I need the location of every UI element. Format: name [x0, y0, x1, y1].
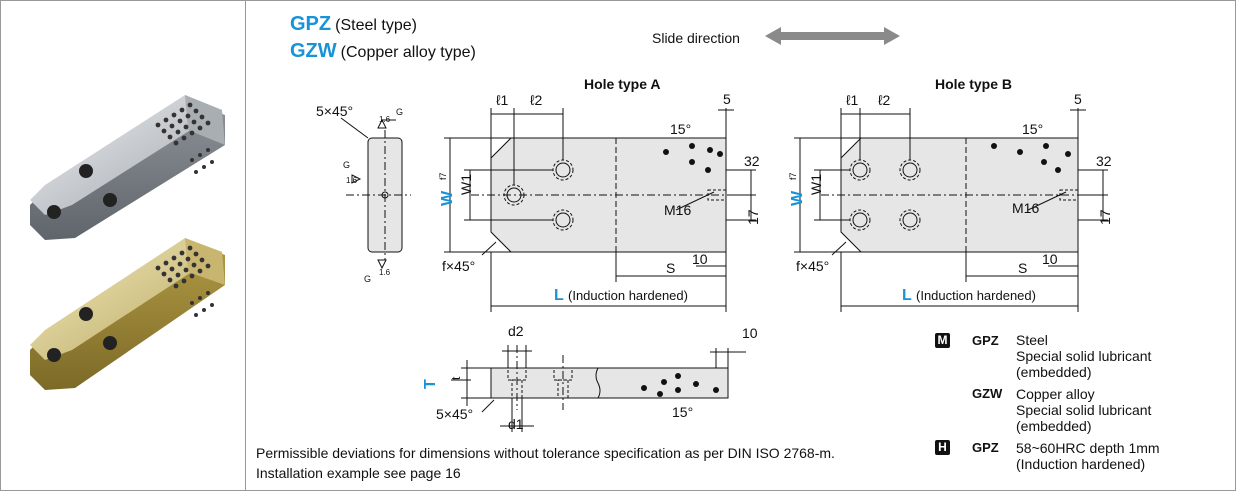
dim-s-b: S [1018, 260, 1027, 276]
legend-code-gzw: GZW [972, 386, 1003, 401]
dim-l-note-b: (Induction hardened) [916, 288, 1036, 303]
legend-code-gpz-steel: GPZ [972, 333, 999, 348]
legend-line: Special solid lubricant [1016, 402, 1152, 418]
title-gzw: GZW(Copper alloy type) [290, 40, 476, 63]
legend-line: Copper alloy [1016, 386, 1095, 402]
g-bottom: G [364, 274, 371, 284]
dim-chamfer-end: 5×45° [316, 103, 353, 119]
slide-direction-arrow-icon [765, 27, 900, 45]
dim-15-side: 15° [672, 404, 693, 420]
dim-15-a: 15° [670, 121, 691, 137]
legend-line: 58~60HRC depth 1mm [1016, 440, 1160, 456]
gpz-code: GPZ [290, 13, 332, 35]
dim-17-b: 17 [1097, 209, 1113, 225]
hole-type-a-label: Hole type A [584, 76, 661, 92]
dim-chamfer-side: 5×45° [436, 406, 473, 422]
product-photos [30, 95, 225, 390]
brass-block-photo [30, 238, 225, 390]
legend-line: Steel [1016, 332, 1048, 348]
material-badge-m: M [935, 333, 950, 348]
dim-10-side: 10 [742, 325, 758, 341]
gpz-desc: (Steel type) [335, 17, 417, 34]
dim-d2: d2 [508, 323, 524, 339]
legend-line: Special solid lubricant [1016, 348, 1152, 364]
side-view [451, 345, 746, 432]
hardness-badge-h: H [935, 440, 950, 455]
legend-line: (embedded) [1016, 364, 1092, 380]
dim-5-b: 5 [1074, 91, 1082, 107]
roughness-left: 1.6 [346, 176, 358, 185]
dim-m16-a: M16 [664, 202, 691, 218]
gzw-desc: (Copper alloy type) [340, 44, 476, 61]
slide-direction-label: Slide direction [652, 30, 740, 46]
legend-line: (embedded) [1016, 418, 1092, 434]
dim-t-big: T [422, 379, 439, 389]
dim-wf7-b: f7 [788, 172, 798, 180]
dim-l-b: L [902, 287, 912, 304]
legend-desc-copper: Copper alloy Special solid lubricant (em… [1016, 386, 1151, 434]
dim-fx45-b: f×45° [796, 258, 829, 274]
dim-10-a: 10 [692, 251, 708, 267]
dim-l1-b: ℓ1 [846, 92, 859, 108]
g-top: G [396, 107, 403, 117]
dim-15-b: 15° [1022, 121, 1043, 137]
dim-l-a: L [554, 287, 564, 304]
dim-w1-a: W1 [458, 174, 474, 195]
dim-5-a: 5 [723, 91, 731, 107]
hole-type-b-label: Hole type B [935, 76, 1013, 92]
dim-w-a: W [439, 190, 456, 206]
dim-17-a: 17 [745, 209, 761, 225]
dim-m16-b: M16 [1012, 200, 1039, 216]
title-gpz: GPZ(Steel type) [290, 13, 417, 36]
dim-t-small: t [449, 376, 463, 380]
dim-wf7-a: f7 [438, 172, 448, 180]
dim-w1-b: W1 [808, 174, 824, 195]
dim-l2-b: ℓ2 [878, 92, 891, 108]
panel-divider [245, 0, 246, 491]
dim-32-b: 32 [1096, 153, 1112, 169]
legend-desc-hardness: 58~60HRC depth 1mm (Induction hardened) [1016, 440, 1160, 472]
installation-note: Installation example see page 16 [256, 465, 461, 481]
tolerance-note: Permissible deviations for dimensions wi… [256, 445, 835, 461]
dim-w-b: W [789, 190, 806, 206]
legend-code-gpz-hardness: GPZ [972, 440, 999, 455]
dim-l1-a: ℓ1 [496, 92, 509, 108]
legend-line: (Induction hardened) [1016, 456, 1146, 472]
dim-l2-a: ℓ2 [530, 92, 543, 108]
roughness-top: 1.6 [379, 115, 391, 124]
g-left: G [343, 160, 350, 170]
end-view [340, 117, 411, 270]
roughness-bottom: 1.6 [379, 268, 391, 277]
technical-drawing: 5×45° 1.6 G 1.6 G 1.6 G [316, 91, 1113, 432]
dim-l-note-a: (Induction hardened) [568, 288, 688, 303]
plan-view-b [794, 108, 1108, 312]
dim-d1: d1 [508, 416, 524, 432]
plan-view-a [444, 108, 756, 312]
dim-fx45-a: f×45° [442, 258, 475, 274]
dim-s-a: S [666, 260, 675, 276]
dim-10-b: 10 [1042, 251, 1058, 267]
legend-desc-steel: Steel Special solid lubricant (embedded) [1016, 332, 1151, 380]
steel-block-photo [30, 95, 225, 240]
gzw-code: GZW [290, 40, 337, 62]
dim-32-a: 32 [744, 153, 760, 169]
